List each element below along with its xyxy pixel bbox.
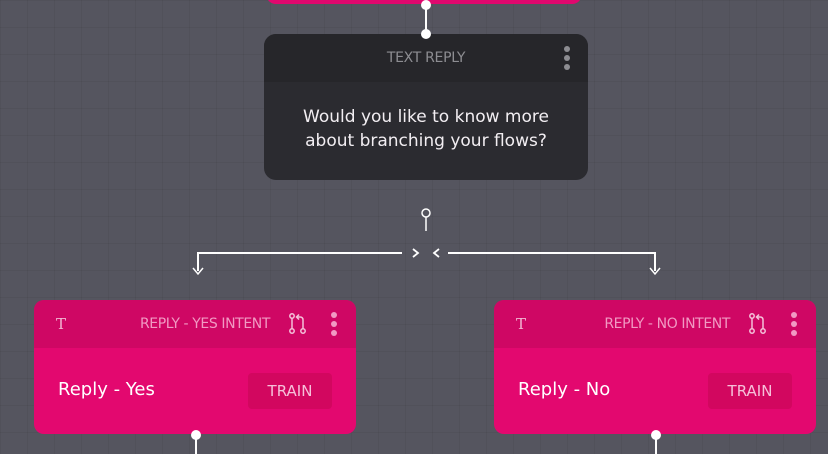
more-vertical-icon[interactable] [331, 312, 337, 339]
output-port[interactable] [421, 0, 431, 10]
node-header: TEXT REPLY [264, 34, 588, 82]
git-pull-request-icon[interactable] [287, 312, 309, 336]
train-button[interactable]: TRAIN [708, 373, 792, 409]
intent-node-no[interactable]: T REPLY - NO INTENT Reply - No TRAIN [494, 300, 816, 434]
node-title: TEXT REPLY [386, 50, 466, 66]
branch-port-icon[interactable] [421, 208, 431, 218]
text-type-icon: T [56, 315, 67, 333]
connector-line [425, 4, 427, 34]
connector-line [655, 436, 657, 454]
intent-node-yes[interactable]: T REPLY - YES INTENT Reply - Yes TRAIN [34, 300, 356, 434]
branch-connector [192, 208, 661, 276]
node-title: REPLY - NO INTENT [604, 316, 730, 332]
arrow-down-icon [192, 267, 204, 276]
text-reply-node[interactable]: TEXT REPLY Would you like to know more a… [264, 34, 588, 180]
branch-line-left [197, 252, 402, 271]
more-vertical-icon[interactable] [564, 46, 570, 73]
node-header: T REPLY - YES INTENT [34, 300, 356, 348]
node-title: REPLY - YES INTENT [139, 316, 270, 332]
arrow-down-icon [649, 267, 661, 276]
node-header: T REPLY - NO INTENT [494, 300, 816, 348]
intent-label: Reply - Yes [58, 379, 155, 400]
git-pull-request-icon[interactable] [747, 312, 769, 336]
branch-line-right [448, 252, 656, 271]
intent-label: Reply - No [518, 379, 611, 400]
message-text: Would you like to know more about branch… [303, 107, 549, 151]
more-vertical-icon[interactable] [791, 312, 797, 339]
input-port[interactable] [421, 29, 431, 39]
text-type-icon: T [516, 315, 527, 333]
output-port[interactable] [651, 430, 661, 440]
connector-line [195, 436, 197, 454]
collapse-arrows-icon[interactable] [412, 248, 440, 258]
node-message: Would you like to know more about branch… [264, 82, 588, 153]
train-button[interactable]: TRAIN [248, 373, 332, 409]
output-port[interactable] [191, 430, 201, 440]
